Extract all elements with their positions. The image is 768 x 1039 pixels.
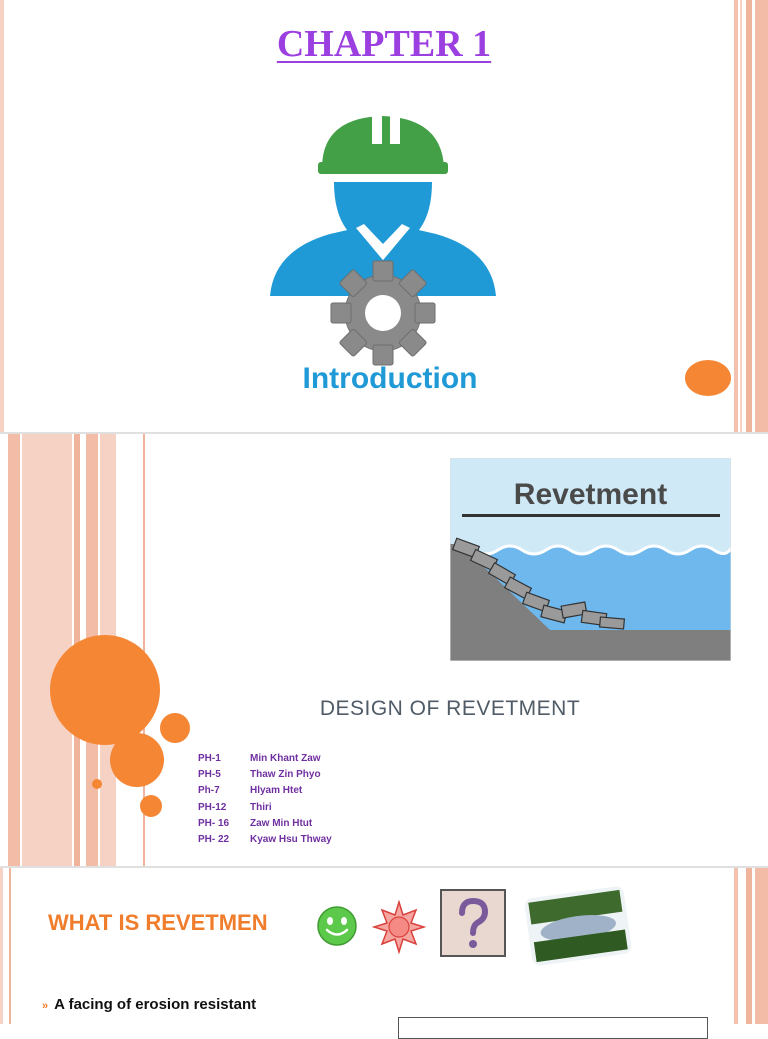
stripe: [22, 434, 72, 866]
stripe: [740, 0, 742, 432]
orange-dot: [685, 360, 731, 396]
stripe: [9, 868, 11, 1024]
revetment-image-title: Revetment: [513, 478, 668, 511]
lake-photo: [524, 886, 632, 966]
text-box: [398, 1017, 708, 1039]
slide-chapter-1: CHAPTER 1 Introduction: [0, 0, 768, 432]
stripe: [143, 434, 145, 866]
stripe: [734, 0, 738, 432]
stripe: [0, 0, 4, 432]
title-underline: [462, 514, 720, 517]
slide-separator: [0, 866, 768, 868]
revetment-illustration: [450, 458, 731, 661]
design-title: DESIGN OF REVETMENT: [319, 697, 581, 720]
slide-what-is-revetment: [0, 868, 768, 1024]
question-icon: [440, 889, 506, 957]
what-is-revetment-heading: WHAT IS REVETMEN: [48, 910, 268, 935]
bullet-mark-icon: »: [42, 1000, 49, 1012]
sun-icon: [372, 900, 426, 954]
stripe: [734, 868, 738, 1024]
bullet-item: »A facing of erosion resistant: [42, 996, 257, 1013]
slide-separator: [0, 432, 768, 434]
stripe: [746, 0, 752, 432]
smiley-icon: [317, 906, 357, 946]
stripe: [8, 434, 20, 866]
stripe: [0, 868, 3, 1024]
stripe: [755, 868, 768, 1024]
stripe: [755, 0, 768, 432]
gear-icon: [330, 260, 436, 366]
decorative-circles: [50, 635, 190, 817]
introduction-label: Introduction: [302, 362, 478, 395]
stripe: [746, 868, 752, 1024]
chapter-title: CHAPTER 1: [276, 23, 492, 65]
